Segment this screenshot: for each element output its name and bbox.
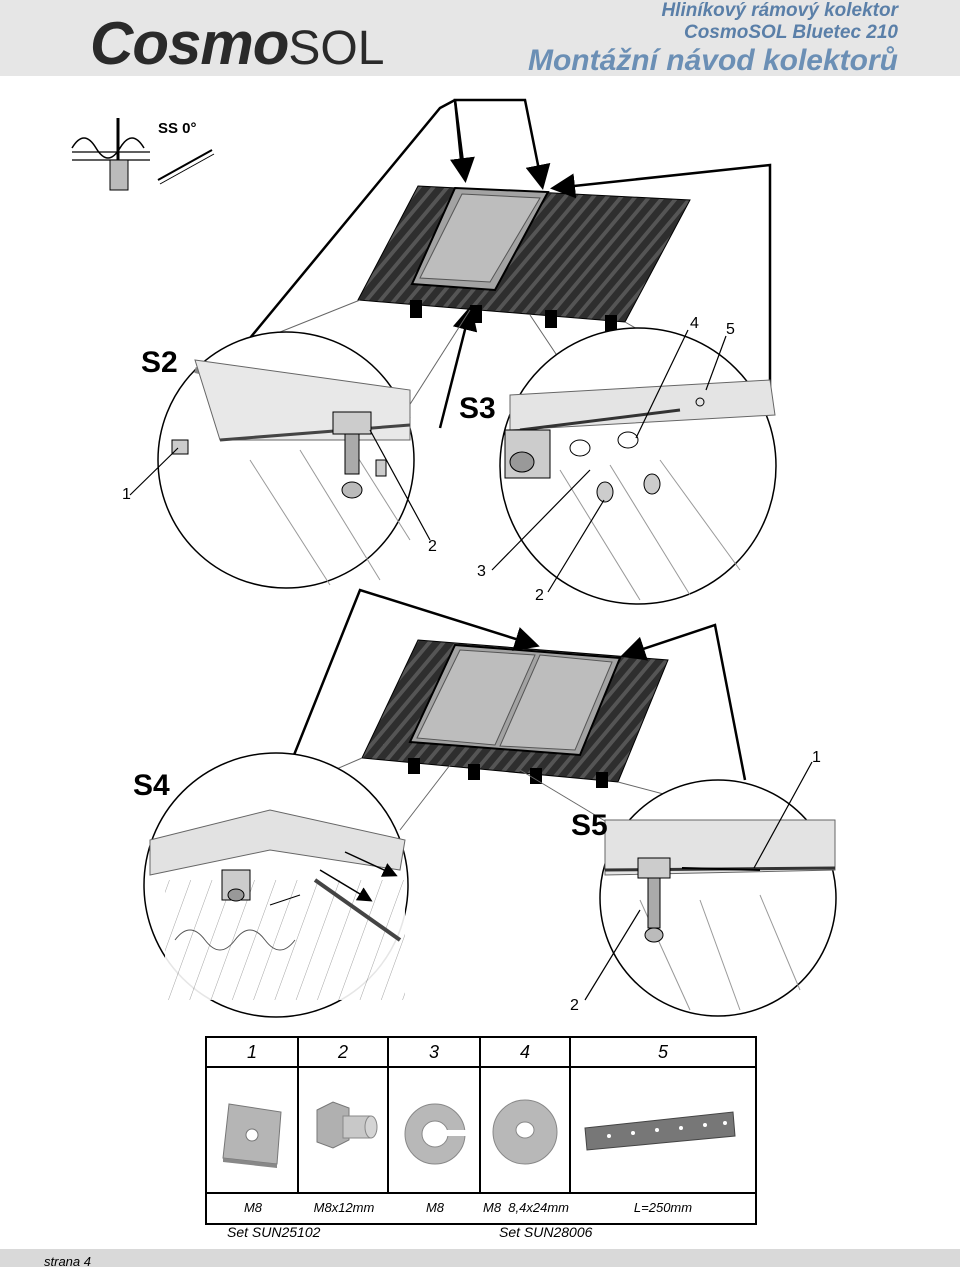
s2-callout-2: 2 bbox=[428, 538, 437, 555]
parts-table: 1 2 3 4 5 bbox=[205, 1036, 757, 1225]
s5-callout-lines bbox=[584, 761, 813, 1001]
label-s2: S2 bbox=[141, 346, 178, 379]
part-number: 4 bbox=[481, 1038, 571, 1066]
product-name: CosmoSOL Bluetec 210 bbox=[683, 22, 898, 43]
set-label: Set SUN25102 bbox=[227, 1224, 321, 1240]
page-footer bbox=[0, 1249, 960, 1267]
part-spec: M8 bbox=[425, 1200, 445, 1215]
part-number: 3 bbox=[389, 1038, 481, 1066]
set-label: Set SUN28006 bbox=[499, 1224, 593, 1240]
detail-s2 bbox=[157, 331, 415, 589]
s2-callout-1: 1 bbox=[122, 486, 131, 503]
roof-lower bbox=[361, 639, 669, 788]
square-plate-icon bbox=[207, 1068, 299, 1192]
logo-light: SOL bbox=[288, 22, 385, 75]
s5-callout-1: 1 bbox=[812, 749, 821, 766]
perforated-strip-icon bbox=[571, 1068, 755, 1192]
product-type: Hliníkový rámový kolektor bbox=[661, 0, 898, 21]
part-spec: M8 8,4x24mm bbox=[483, 1200, 569, 1215]
tilt-angle-icon bbox=[71, 118, 215, 191]
s3-callout-3: 3 bbox=[477, 563, 486, 580]
document-title: Montážní návod kolektorů bbox=[527, 44, 898, 77]
part-spec: L=250mm bbox=[633, 1200, 693, 1215]
s5-callout-2: 2 bbox=[570, 997, 579, 1014]
part-number: 5 bbox=[657, 1041, 668, 1062]
s3-callout-5: 5 bbox=[726, 321, 735, 338]
tilt-label: SS 0° bbox=[158, 120, 197, 137]
s3-callout-2: 2 bbox=[535, 587, 544, 604]
page-header: CosmoSOL Hliníkový rámový kolektor Cosmo… bbox=[0, 0, 960, 79]
parts-spec-row: M8 M8x12mm M8 M8 8,4x24mm L=250mm bbox=[207, 1194, 755, 1221]
parts-number-row: 1 2 3 4 5 bbox=[207, 1038, 755, 1068]
cosmosol-logo: CosmoSOL bbox=[90, 14, 384, 79]
s3-callout-4: 4 bbox=[690, 315, 699, 332]
label-s5: S5 bbox=[571, 809, 608, 842]
part-spec: M8 bbox=[243, 1200, 263, 1215]
split-washer-icon bbox=[389, 1068, 481, 1192]
part-number: 1 bbox=[207, 1038, 299, 1066]
flat-washer-icon bbox=[481, 1068, 571, 1192]
detail-s5 bbox=[599, 779, 837, 1017]
arrows-lower bbox=[266, 588, 747, 821]
detail-s3 bbox=[499, 327, 777, 605]
label-s4: S4 bbox=[133, 769, 170, 802]
mounting-diagram: SS 0° bbox=[71, 98, 837, 1018]
arrows-upper bbox=[249, 98, 772, 429]
logo-bold: Cosmo bbox=[90, 10, 289, 77]
detail-s4 bbox=[143, 752, 409, 1018]
page-number: strana 4 bbox=[44, 1254, 91, 1269]
header-titles: Hliníkový rámový kolektor CosmoSOL Bluet… bbox=[528, 0, 898, 78]
roof-upper bbox=[357, 185, 691, 333]
s3-callout-lines bbox=[491, 329, 727, 593]
s2-callout-lines bbox=[129, 429, 431, 541]
parts-image-row bbox=[207, 1068, 755, 1194]
label-s3: S3 bbox=[459, 392, 496, 425]
hex-bolt-icon bbox=[299, 1068, 389, 1192]
part-spec: M8x12mm bbox=[313, 1200, 375, 1215]
part-number: 2 bbox=[299, 1038, 389, 1066]
